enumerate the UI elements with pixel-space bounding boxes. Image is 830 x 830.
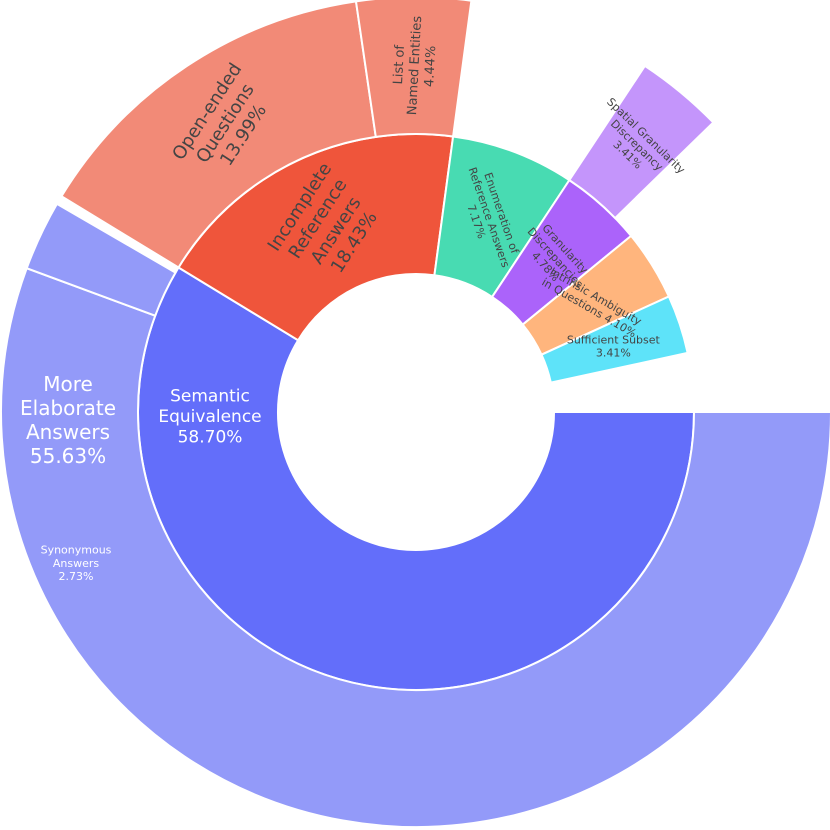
segment-synonymous[interactable] <box>25 202 177 317</box>
label-named_entities: List ofNamed Entities4.44% <box>389 15 440 117</box>
label-synonymous-line: Answers <box>53 557 100 570</box>
label-more_elaborate-line: More <box>43 372 93 396</box>
label-named_entities-line: 4.44% <box>422 45 439 87</box>
label-synonymous-line: Synonymous <box>41 544 112 557</box>
label-sufficient-line: Sufficient Subset <box>567 334 661 347</box>
label-semantic-line: Equivalence <box>158 407 261 427</box>
segment-sufficient[interactable] <box>540 295 689 384</box>
label-named_entities-line: Named Entities <box>405 15 425 115</box>
label-semantic-line: Semantic <box>170 387 250 407</box>
segment-spatial[interactable] <box>567 64 715 220</box>
label-sufficient-line: 3.41% <box>596 347 631 360</box>
label-named_entities-line: List of <box>391 44 408 85</box>
segment-more_elaborate[interactable] <box>0 266 830 828</box>
label-more_elaborate-line: Elaborate <box>20 396 116 420</box>
label-more_elaborate-line: 55.63% <box>30 444 106 468</box>
label-more_elaborate-line: Answers <box>26 420 110 444</box>
label-synonymous-line: 2.73% <box>59 570 94 583</box>
segment-named_entities[interactable] <box>354 0 473 139</box>
label-semantic-line: 58.70% <box>178 427 243 447</box>
